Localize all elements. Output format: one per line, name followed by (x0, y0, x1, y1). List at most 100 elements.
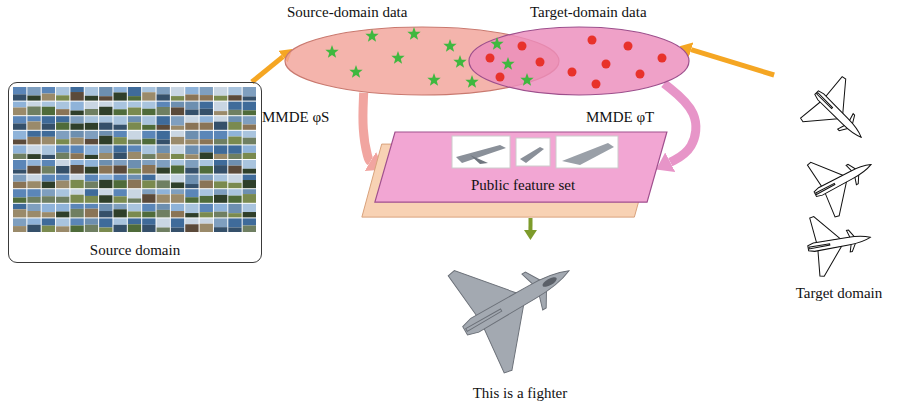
photo-ground (27, 106, 40, 115)
photo-sky (200, 160, 213, 166)
photo-thumb (157, 116, 170, 130)
photo-sky (157, 160, 170, 167)
photo-sky (200, 175, 213, 181)
photo-ground (27, 197, 40, 203)
photo-thumb (128, 189, 141, 203)
photo-thumb (185, 116, 198, 130)
photo-ground (185, 197, 198, 203)
photo-ground (214, 195, 227, 203)
photo-sky (185, 116, 198, 123)
photo-thumb (113, 175, 126, 189)
photo-sky (185, 87, 198, 94)
photo-sky (56, 87, 69, 95)
photo-thumb (13, 116, 26, 130)
photo-ground (85, 196, 98, 203)
thumbnail (452, 136, 510, 168)
photo-ground (185, 184, 198, 188)
photo-ground (228, 227, 241, 232)
photo-ground (142, 92, 155, 100)
photo-sky (113, 102, 126, 110)
photo-ground (214, 212, 227, 218)
photo-thumb (99, 204, 112, 218)
photo-thumb (243, 189, 256, 203)
photo-sky (128, 218, 141, 224)
photo-ground (142, 109, 155, 115)
photo-sky (200, 102, 213, 109)
photo-thumb (128, 87, 141, 101)
photo-sky (70, 160, 83, 165)
photo-thumb (185, 145, 198, 159)
photo-thumb (85, 102, 98, 116)
photo-sky (113, 189, 126, 196)
photo-thumb (27, 145, 40, 159)
photo-sky (171, 145, 184, 154)
photo-sky (157, 175, 170, 181)
photo-thumb (113, 87, 126, 101)
photo-ground (85, 209, 98, 218)
photo-ground (128, 224, 141, 232)
photo-sky (243, 189, 256, 194)
photo-ground (128, 198, 141, 202)
photo-thumb (85, 160, 98, 174)
photo-ground (113, 109, 126, 115)
photo-ground (13, 169, 26, 173)
photo-sky (85, 160, 98, 167)
thumbnail (516, 138, 550, 166)
photo-thumb (185, 218, 198, 232)
photo-ground (56, 180, 69, 188)
photo-sky (243, 102, 256, 111)
photo-sky (27, 116, 40, 121)
photo-thumb (243, 102, 256, 116)
photo-thumb (157, 145, 170, 159)
photo-ground (27, 211, 40, 217)
photo-thumb (13, 87, 26, 101)
photo-thumb (99, 87, 112, 101)
photo-ground (142, 165, 155, 174)
photo-sky (13, 102, 26, 108)
photo-thumb (85, 87, 98, 101)
dot (536, 58, 545, 67)
photo-thumb (185, 204, 198, 218)
photo-sky (228, 189, 241, 195)
photo-ground (157, 194, 170, 202)
photo-thumb (13, 218, 26, 232)
photo-ground (113, 165, 126, 173)
photo-thumb (56, 116, 69, 130)
photo-ground (85, 181, 98, 188)
star (391, 51, 404, 64)
photo-thumb (200, 175, 213, 189)
photo-thumb (171, 116, 184, 130)
photo-ground (171, 165, 184, 173)
photo-sky (42, 102, 55, 107)
photo-thumb (70, 131, 83, 145)
photo-sky (99, 145, 112, 153)
photo-ground (171, 182, 184, 188)
photo-ground (113, 180, 126, 188)
photo-thumb (142, 131, 155, 145)
photo-sky (214, 189, 227, 195)
photo-sky (56, 160, 69, 166)
photo-ground (171, 126, 184, 130)
photo-ground (13, 94, 26, 100)
photo-thumb (99, 160, 112, 174)
photo-ground (85, 155, 98, 159)
photo-sky (214, 175, 227, 182)
result-arrow (528, 218, 532, 230)
photo-thumb (113, 204, 126, 218)
photo-thumb (70, 116, 83, 130)
photo-thumb (42, 102, 55, 116)
thumbnail-part (456, 145, 506, 163)
photo-thumb (243, 145, 256, 159)
photo-thumb (228, 145, 241, 159)
photo-thumb (13, 189, 26, 203)
photo-sky (128, 102, 141, 108)
photo-sky (200, 131, 213, 139)
photo-sky (27, 175, 40, 182)
photo-sky (56, 131, 69, 139)
photo-thumb (85, 145, 98, 159)
photo-thumb (228, 116, 241, 130)
photo-sky (99, 189, 112, 195)
photo-thumb (142, 102, 155, 116)
dot (602, 60, 611, 69)
photo-thumb (70, 87, 83, 101)
